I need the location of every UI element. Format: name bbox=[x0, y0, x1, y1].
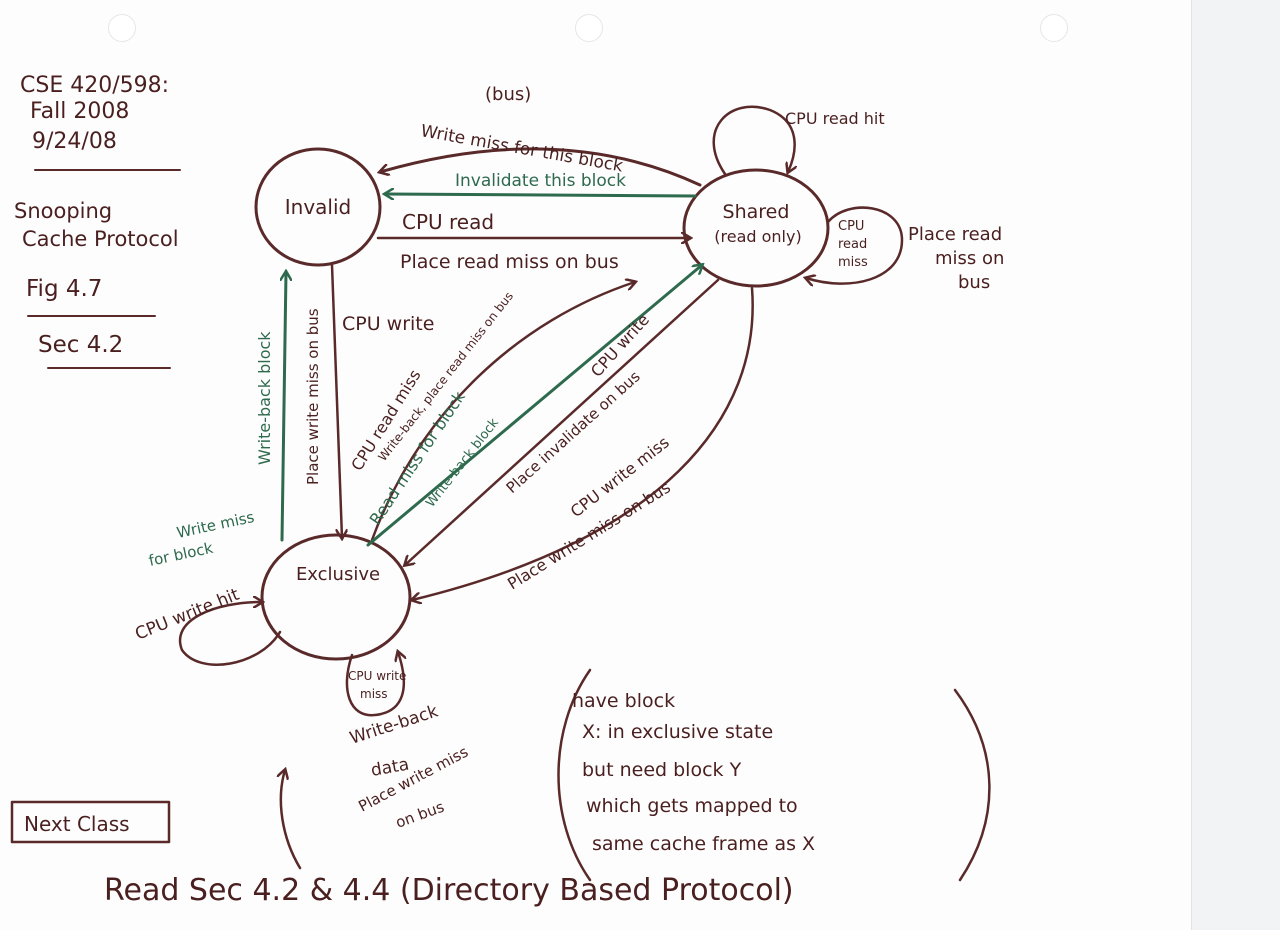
label-cpu-write: CPU write bbox=[342, 313, 434, 335]
label-place-read-side-3: bus bbox=[958, 272, 990, 293]
transition-exclusive-write-miss: CPU write miss Write-back data Place wri… bbox=[345, 652, 471, 832]
next-class: Next Class Read Sec 4.2 & 4.4 (Directory… bbox=[10, 770, 794, 908]
label-cpu-write-hit: CPU write hit bbox=[132, 585, 242, 645]
label-write-miss-for-block-2: for block bbox=[147, 539, 215, 570]
transition-shared-to-invalid-invalidate: Invalidate this block bbox=[385, 171, 697, 196]
punch-hole-middle bbox=[575, 14, 603, 42]
state-shared-circle bbox=[682, 168, 830, 288]
course-title: CSE 420/598: bbox=[20, 73, 169, 98]
state-invalid-circle bbox=[254, 147, 382, 267]
arrow-cpu-write bbox=[330, 263, 342, 538]
state-shared: Shared (read only) bbox=[682, 168, 830, 288]
next-class-label: Next Class bbox=[24, 812, 130, 836]
header-notes: CSE 420/598: Fall 2008 9/24/08 Snooping … bbox=[14, 73, 181, 369]
note-line-1: have block bbox=[572, 690, 675, 712]
label-cpu-write-miss-1: CPU write bbox=[348, 669, 406, 683]
arrow-cpu-write-diag bbox=[405, 278, 720, 565]
topic-line-1: Snooping bbox=[14, 199, 112, 223]
arrow-cpu-read-miss bbox=[370, 282, 635, 542]
figure-ref: Fig 4.7 bbox=[26, 276, 102, 302]
arrow-read-miss-for-block bbox=[366, 265, 702, 547]
punch-hole-left bbox=[108, 14, 136, 42]
label-read-small: read bbox=[838, 237, 867, 252]
state-exclusive-label: Exclusive bbox=[296, 564, 380, 585]
state-exclusive: Exclusive bbox=[260, 533, 412, 661]
topic-line-2: Cache Protocol bbox=[22, 227, 179, 251]
section-ref: Sec 4.2 bbox=[38, 332, 123, 358]
next-class-box bbox=[10, 800, 171, 844]
label-write-miss-this-block: Write miss for this block bbox=[419, 121, 625, 176]
arrow-write-miss bbox=[380, 147, 702, 187]
label-miss-small: miss bbox=[838, 255, 868, 270]
loop-cpu-write-hit bbox=[178, 602, 282, 666]
arrow-invalidate bbox=[385, 194, 697, 196]
label-bus: (bus) bbox=[485, 84, 531, 105]
transition-shared-to-exclusive-write-miss: CPU write miss Place write miss on bus bbox=[412, 286, 754, 600]
loop-cpu-write-miss bbox=[345, 652, 404, 717]
label-cpu-small: CPU bbox=[838, 219, 864, 234]
reading-assignment: Read Sec 4.2 & 4.4 (Directory Based Prot… bbox=[104, 873, 794, 908]
arrow-write-back-block bbox=[282, 272, 286, 542]
state-invalid-label: Invalid bbox=[285, 195, 351, 219]
label-invalidate-this-block: Invalidate this block bbox=[455, 171, 626, 191]
arrow-cpu-write-miss-curve bbox=[412, 286, 754, 600]
transition-exclusive-to-invalid: Write-back block Write miss for block bbox=[147, 272, 286, 570]
label-cpu-read-hit: CPU read hit bbox=[785, 109, 885, 128]
side-note: have block X: in exclusive state but nee… bbox=[557, 668, 991, 882]
transition-invalid-to-shared: CPU read Place read miss on bus bbox=[376, 210, 690, 273]
state-shared-label: Shared bbox=[723, 201, 790, 223]
loop-cpu-read-miss bbox=[806, 206, 904, 284]
label-cpu-read: CPU read bbox=[402, 210, 494, 234]
label-write-back-block: Write-back block bbox=[255, 331, 274, 465]
state-invalid: Invalid bbox=[254, 147, 382, 267]
note-line-5: same cache frame as X bbox=[592, 833, 815, 855]
transition-shared-to-invalid-write-miss: (bus) Write miss for this block bbox=[380, 84, 702, 187]
transition-invalid-to-exclusive: CPU write Place write miss on bus bbox=[304, 263, 434, 538]
punch-hole-right bbox=[1040, 14, 1068, 42]
loop-cpu-read-hit bbox=[712, 105, 795, 176]
note-right-paren bbox=[953, 688, 991, 882]
label-place-write-miss-vertical: Place write miss on bus bbox=[304, 308, 322, 485]
state-exclusive-circle bbox=[260, 533, 412, 661]
transition-shared-read-hit: CPU read hit bbox=[712, 105, 885, 176]
note-line-4: which gets mapped to bbox=[586, 795, 798, 817]
note-line-2: X: in exclusive state bbox=[582, 721, 773, 743]
state-shared-sublabel: (read only) bbox=[714, 227, 801, 246]
term-label: Fall 2008 bbox=[30, 99, 129, 124]
label-place-read-side-1: Place read bbox=[908, 224, 1002, 245]
transition-shared-read-miss: CPU read miss Place read miss on bus bbox=[806, 206, 1004, 293]
label-place-read-miss: Place read miss on bus bbox=[400, 251, 619, 273]
label-place-write-miss-2: on bus bbox=[393, 798, 447, 832]
next-class-arrow bbox=[281, 770, 302, 870]
label-cpu-write-miss-2: miss bbox=[360, 687, 388, 701]
lecture-date: 9/24/08 bbox=[32, 129, 117, 154]
page-edge-strip bbox=[1191, 0, 1280, 930]
note-left-paren bbox=[557, 668, 592, 882]
transition-exclusive-write-hit: CPU write hit bbox=[132, 585, 282, 666]
label-place-read-side-2: miss on bbox=[935, 248, 1004, 269]
note-line-3: but need block Y bbox=[582, 759, 742, 781]
label-write-miss-for-block-1: Write miss bbox=[175, 508, 256, 542]
